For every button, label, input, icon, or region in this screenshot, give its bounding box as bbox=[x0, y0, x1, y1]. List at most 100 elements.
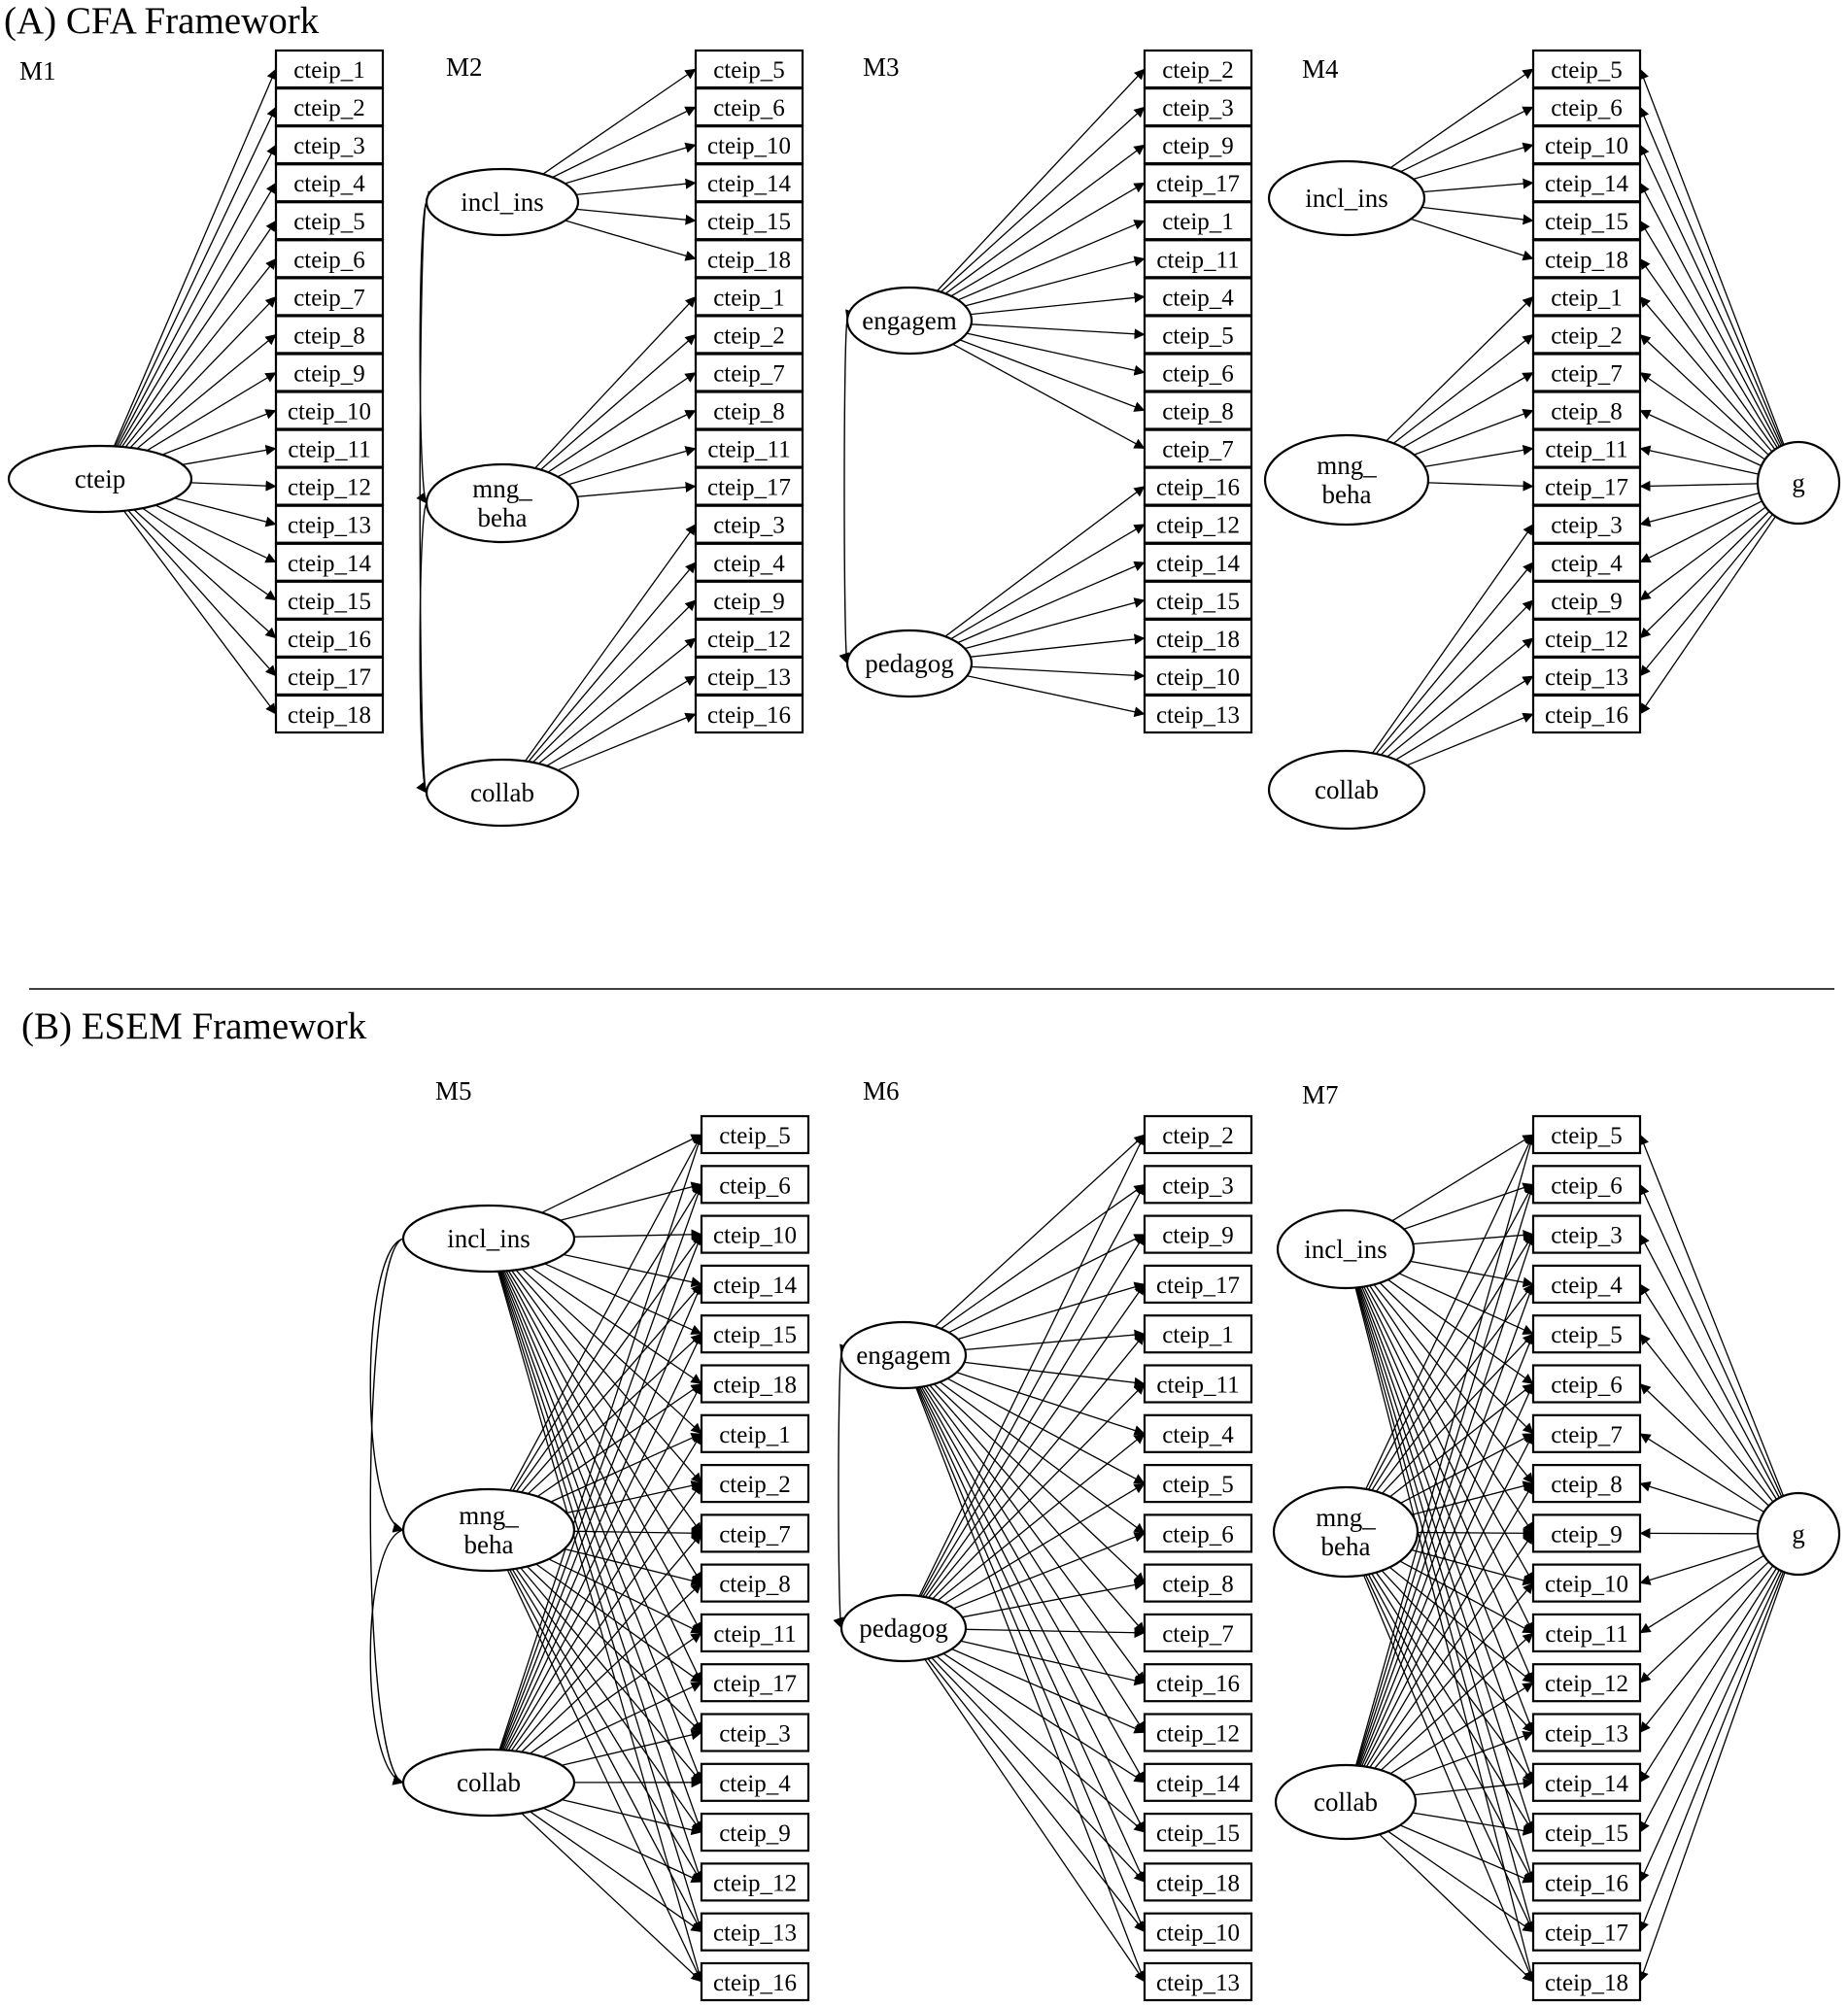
loading-arrow bbox=[1413, 1229, 1534, 1245]
indicator-label: cteip_9 bbox=[293, 361, 365, 388]
indicator-label: cteip_15 bbox=[1545, 209, 1628, 235]
latent-label: mng_ bbox=[1317, 451, 1377, 480]
indicator-label: cteip_12 bbox=[707, 627, 791, 653]
loading-arrow bbox=[1639, 333, 1769, 456]
loading-arrow bbox=[1375, 1572, 1534, 1784]
model-m6: M6cteip_2cteip_3cteip_9cteip_17cteip_1ct… bbox=[833, 1076, 1253, 2002]
indicator-box bbox=[274, 163, 385, 203]
loading-arrow bbox=[550, 1433, 702, 1503]
indicator-box bbox=[1143, 1713, 1253, 1752]
indicator-label: cteip_5 bbox=[1551, 1123, 1623, 1149]
loading-arrow bbox=[1639, 144, 1782, 447]
loading-arrow bbox=[1410, 1260, 1534, 1288]
loading-arrow bbox=[573, 1229, 702, 1241]
loading-arrow bbox=[1427, 480, 1534, 492]
latent-g bbox=[1756, 1491, 1841, 1577]
indicator-label: cteip_3 bbox=[1551, 513, 1623, 539]
indicator-label: cteip_16 bbox=[1545, 1870, 1628, 1896]
indicator-box bbox=[700, 1364, 810, 1404]
indicator-box bbox=[1531, 1513, 1642, 1553]
indicator-label: cteip_10 bbox=[713, 1223, 797, 1249]
loading-arrow bbox=[115, 106, 277, 447]
loading-arrow bbox=[1363, 1433, 1534, 1767]
indicator-label: cteip_10 bbox=[1545, 1572, 1628, 1598]
indicator-label: cteip_11 bbox=[707, 437, 790, 463]
loading-arrow bbox=[544, 1263, 702, 1335]
loading-arrow bbox=[1639, 220, 1778, 449]
latent-label: mng_ bbox=[472, 474, 532, 503]
latent-mng_beha bbox=[401, 1487, 576, 1573]
indicator-box bbox=[1531, 1463, 1642, 1504]
indicator-label: cteip_5 bbox=[1551, 57, 1623, 84]
loading-arrow bbox=[565, 142, 697, 185]
latent-pedagog bbox=[839, 1593, 968, 1663]
loading-arrow bbox=[1422, 178, 1534, 193]
loading-arrow bbox=[537, 637, 697, 765]
loading-arrow bbox=[1367, 1574, 1534, 1883]
loading-arrow bbox=[129, 295, 277, 449]
loading-arrow bbox=[1395, 675, 1534, 761]
loading-arrow bbox=[927, 1333, 1146, 1599]
loading-arrow bbox=[1365, 1482, 1534, 1768]
loading-arrow bbox=[1386, 295, 1534, 442]
latent-incl_ins bbox=[1276, 1208, 1416, 1290]
model-label: M6 bbox=[863, 1076, 900, 1105]
indicator-label: cteip_7 bbox=[1551, 1422, 1623, 1448]
loading-arrow bbox=[511, 1270, 702, 1534]
loading-arrow bbox=[540, 333, 697, 470]
indicator-box bbox=[1531, 1862, 1642, 1902]
indicator-label: cteip_18 bbox=[1156, 627, 1240, 653]
cfa-title: (A) CFA Framework bbox=[4, 0, 320, 42]
loading-arrow bbox=[1639, 1333, 1774, 1503]
loading-arrow bbox=[515, 1269, 702, 1484]
indicator-label: cteip_4 bbox=[1162, 285, 1234, 311]
indicator-label: cteip_13 bbox=[1156, 702, 1240, 729]
loading-arrow bbox=[1410, 218, 1534, 261]
indicator-label: cteip_12 bbox=[1156, 1721, 1240, 1748]
loading-arrow bbox=[1414, 1778, 1534, 1796]
indicator-label: cteip_7 bbox=[1551, 361, 1623, 388]
latent-incl_ins bbox=[401, 1204, 576, 1274]
loading-arrow bbox=[951, 1648, 1146, 1734]
indicator-box bbox=[700, 1713, 810, 1752]
indicator-box bbox=[1143, 1214, 1253, 1254]
indicator-label: cteip_6 bbox=[293, 247, 365, 273]
loading-arrow bbox=[520, 1567, 702, 1784]
loading-arrow bbox=[1369, 1285, 1534, 1534]
latent-label: pedagog bbox=[859, 1614, 947, 1643]
indicator-label: cteip_14 bbox=[707, 171, 792, 197]
indicator-label: cteip_6 bbox=[1551, 1373, 1623, 1399]
indicator-box bbox=[1143, 163, 1253, 203]
indicator-label: cteip_15 bbox=[1156, 589, 1240, 615]
latent-label: collab bbox=[457, 1768, 521, 1797]
loading-arrow bbox=[547, 371, 697, 473]
indicator-box bbox=[700, 1762, 810, 1802]
indicator-box bbox=[1143, 466, 1253, 506]
loading-arrow bbox=[957, 220, 1146, 301]
indicator-label: cteip_10 bbox=[1545, 133, 1628, 159]
loading-arrow bbox=[501, 1283, 702, 1751]
indicator-box bbox=[1531, 1762, 1642, 1802]
indicator-label: cteip_3 bbox=[719, 1721, 791, 1748]
indicator-box bbox=[1143, 1413, 1253, 1453]
loading-arrow bbox=[1374, 1582, 1534, 1769]
latent-label: incl_ins bbox=[447, 1224, 530, 1253]
loading-arrow bbox=[1382, 1333, 1534, 1494]
loading-arrow bbox=[1639, 1554, 1764, 1634]
loading-arrow bbox=[524, 524, 697, 762]
indicator-label: cteip_9 bbox=[1162, 133, 1234, 159]
indicator-box bbox=[1143, 353, 1253, 392]
indicator-box bbox=[1143, 656, 1253, 697]
loading-arrow bbox=[925, 1385, 1146, 1683]
indicator-box bbox=[1531, 1613, 1642, 1653]
indicator-label: cteip_12 bbox=[1545, 1671, 1628, 1697]
indicator-box bbox=[1531, 428, 1642, 468]
latent-label: incl_ins bbox=[461, 187, 544, 217]
latent-mng_beha bbox=[1272, 1485, 1420, 1579]
loading-paths bbox=[113, 68, 277, 715]
indicator-label: cteip_14 bbox=[1545, 171, 1629, 197]
indicator-box bbox=[1531, 1912, 1642, 1952]
loading-arrow bbox=[1380, 599, 1534, 756]
loading-arrow bbox=[970, 633, 1146, 658]
